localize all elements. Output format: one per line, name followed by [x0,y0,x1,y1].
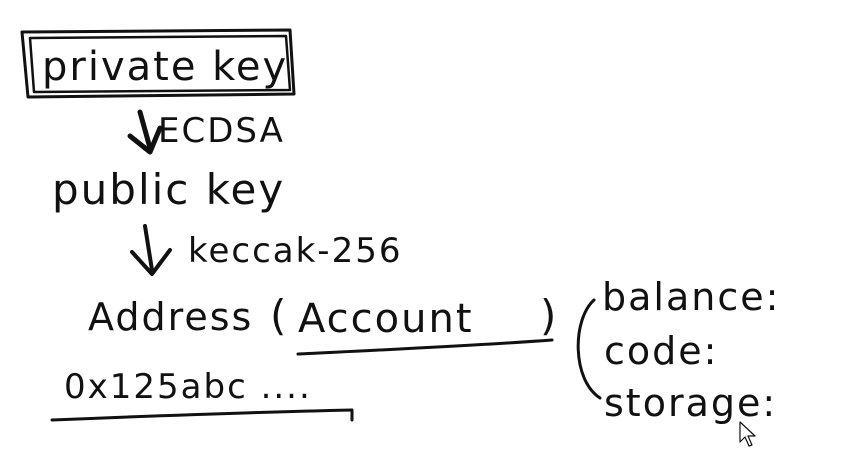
address-label: Address [88,295,253,339]
code-field: code: [604,329,718,373]
account-close-paren: ) [540,291,558,340]
private-key-box [20,28,296,99]
account-open-paren: ( [270,291,288,340]
keccak-label: keccak-256 [188,231,402,271]
balance-field: balance: [602,275,780,319]
private-key-label: private key [42,44,288,90]
account-underline [296,338,554,356]
account-label: Account [298,296,474,342]
arrow-down-icon [130,224,172,276]
account-fields-brace [576,298,602,400]
address-value: 0x125abc .... [64,367,312,407]
public-key-label: public key [52,165,285,214]
address-value-underline [50,408,354,422]
ecdsa-label: ECDSA [158,111,285,151]
storage-field: storage: [604,381,777,425]
arrow-down-icon [127,109,163,155]
mouse-cursor-icon [739,421,756,447]
